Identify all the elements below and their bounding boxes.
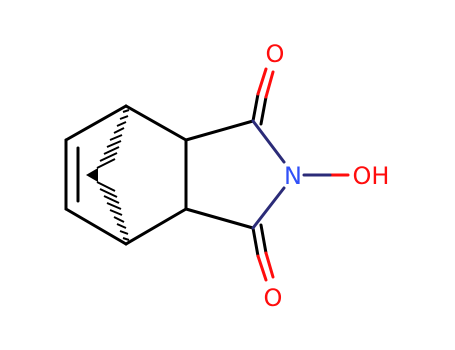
- bridge-carbon: [86, 168, 98, 182]
- hydroxyl-label: OH: [353, 162, 390, 190]
- bond-c9-o-red-1: [256, 254, 268, 282]
- bond-c9-n: [251, 186, 286, 230]
- bond-c9-o-red-2: [264, 251, 275, 279]
- bond-c2-c3: [124, 104, 188, 142]
- oxygen-top-label: O: [266, 40, 285, 68]
- bond-c9-o-upper-second: [259, 223, 268, 255]
- bond-c8-n: [251, 119, 286, 164]
- bond-c9-o-upper: [251, 226, 260, 258]
- bond-c5-c6: [64, 207, 128, 246]
- bond-c8-o-upper: [251, 92, 260, 123]
- hashed-wedge-upper: [96, 109, 130, 169]
- bond-c8-o-red-1: [256, 67, 268, 96]
- oxygen-bottom-label: O: [264, 284, 283, 312]
- bond-c4-c9: [184, 207, 255, 230]
- bond-c1-c2: [64, 104, 128, 142]
- bond-c3-c8: [184, 119, 255, 142]
- hashed-wedge-lower: [96, 181, 130, 241]
- bond-c4-c5: [124, 207, 188, 246]
- nitrogen-label: N: [284, 162, 302, 190]
- bond-c8-o-upper-second: [259, 95, 268, 126]
- bond-c8-o-red-2: [264, 70, 275, 99]
